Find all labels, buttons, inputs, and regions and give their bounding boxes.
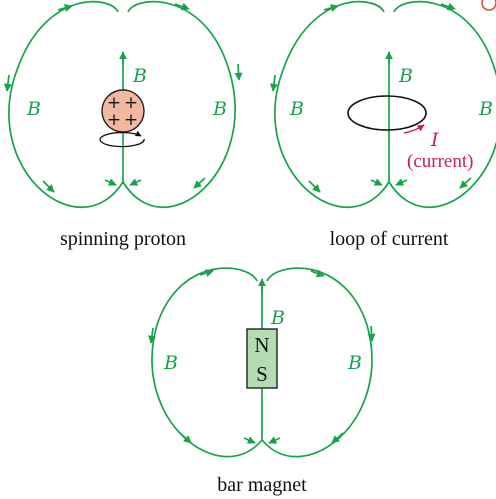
plus-sign: + — [107, 110, 121, 130]
magnet-diagram: N S B B B bar magnet — [147, 267, 376, 496]
arrow-left-side — [3, 74, 12, 92]
plus-sign: + — [107, 93, 121, 113]
field-label: B — [398, 65, 413, 87]
current-symbol: I — [430, 129, 439, 151]
caption-proton: spinning proton — [60, 228, 186, 250]
field-label: B — [289, 98, 304, 120]
field-label: B — [212, 98, 227, 120]
loop-field-lines — [274, 0, 496, 209]
plus-sign: + — [124, 110, 138, 130]
bar-magnet — [246, 328, 278, 389]
arrow-left-side — [147, 327, 156, 344]
arrow-top-right — [440, 2, 456, 11]
arrow-converge-right — [268, 436, 281, 444]
field-label: B — [132, 65, 147, 87]
arrow-converge-left — [104, 178, 117, 186]
arrow-top-left — [199, 269, 214, 277]
current-arrow — [403, 124, 425, 134]
arrow-bottom-left — [179, 432, 192, 444]
south-pole-label: S — [256, 362, 268, 386]
arrow-bottom-left — [42, 180, 55, 193]
proton-field-arrows — [3, 2, 243, 193]
arrow-top-right — [310, 269, 325, 278]
arrow-bottom-left — [308, 180, 321, 193]
field-label: B — [347, 352, 362, 374]
spin-arrow — [99, 130, 145, 148]
corner-mark — [481, 0, 496, 11]
arrow-right-side — [367, 325, 376, 342]
field-label: B — [163, 352, 178, 374]
arrow-converge-right — [395, 178, 408, 186]
current-label: (current) — [407, 151, 473, 172]
arrow-bottom-right — [193, 177, 206, 189]
field-line-right — [122, 0, 236, 209]
field-label: B — [478, 98, 493, 120]
arrow-converge-left — [370, 178, 383, 186]
loop-diagram: I (current) B B B loop of current — [269, 0, 496, 250]
north-pole-label: N — [254, 333, 269, 357]
magnet-field-arrows — [147, 269, 376, 444]
arrow-right-side — [234, 63, 243, 81]
current-loop — [347, 95, 427, 131]
arrow-top-right — [174, 2, 190, 11]
arrow-bottom-right — [459, 177, 472, 189]
arrow-top-left — [57, 4, 73, 12]
field-label: B — [270, 307, 285, 329]
caption-loop: loop of current — [330, 228, 449, 250]
arrow-converge-right — [129, 178, 142, 186]
loop-field-arrows — [269, 2, 472, 193]
field-line-right — [388, 0, 496, 209]
plus-sign: + — [124, 93, 138, 113]
arrow-bottom-right — [331, 432, 344, 444]
arrow-top-left — [323, 4, 339, 12]
caption-magnet: bar magnet — [217, 474, 307, 496]
arrow-left-side — [269, 74, 278, 92]
field-line-left — [274, 0, 390, 209]
arrow-converge-left — [243, 436, 256, 444]
field-line-left — [8, 0, 124, 209]
field-label: B — [26, 98, 41, 120]
proton-diagram: + + + + B B B spinning proton — [3, 0, 243, 250]
